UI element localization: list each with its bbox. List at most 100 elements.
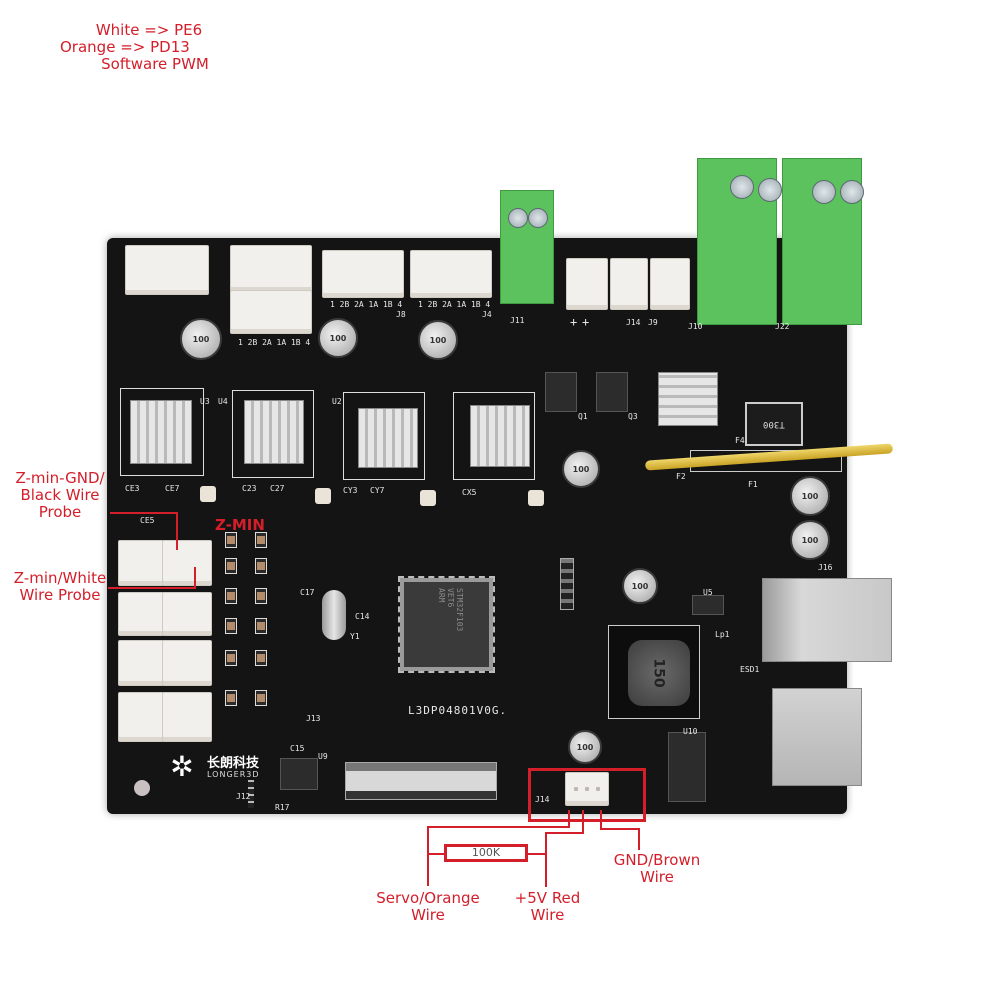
zmin-gnd-leader-v [176, 512, 178, 550]
cap-text: 100 [576, 742, 594, 752]
capacitor-7: 100 [622, 568, 658, 604]
silk-j14: J14 [626, 318, 641, 327]
driver-box-y [232, 390, 314, 478]
smd-resistor [255, 532, 267, 548]
v5-wire-h [545, 832, 584, 834]
connector-motor-b [230, 290, 312, 334]
gnd-wire-v [638, 828, 640, 850]
smd-resistor [225, 690, 237, 706]
pin-mapping-white: White => PE6 [95, 21, 203, 39]
resistor-100k: 100K [444, 844, 528, 862]
potentiometer-e[interactable] [528, 490, 544, 506]
silk-ce7: CE7 [165, 484, 180, 493]
silk-ce5: CE5 [140, 516, 155, 525]
servo-wire-h [427, 826, 570, 828]
zmin-port-label: Z-MIN [215, 516, 265, 534]
mounting-hole [134, 780, 150, 796]
servo-wire-label: Servo/Orange Wire [363, 890, 493, 924]
pinout-silk-3: 1 2B 2A 1A 1B 4 [418, 300, 491, 309]
servo-wire-v [427, 826, 429, 886]
potentiometer-x[interactable] [200, 486, 216, 502]
sd-card-slot[interactable] [772, 688, 862, 786]
resistor-label: 100K [471, 846, 501, 859]
v5-wire-label: +5V Red Wire [505, 890, 590, 924]
v5-pin-leader [582, 810, 584, 834]
lcd-ffc-connector[interactable] [345, 762, 497, 800]
resistor-lead-left [427, 853, 445, 855]
heatsink-driver-2 [244, 400, 304, 464]
gnd-pin-leader [600, 810, 602, 828]
zmin-white-line2: Wire Probe [19, 586, 101, 604]
smd-resistor [255, 588, 267, 604]
silk-c14: C14 [355, 612, 370, 621]
driver-box-e [453, 392, 535, 480]
mosfet-q3 [596, 372, 628, 412]
connector-motor-j4 [410, 250, 492, 298]
silk-q1: Q1 [578, 412, 588, 421]
connector-zmin [162, 540, 212, 586]
servo-pin-leader [568, 810, 570, 828]
silk-q3: Q3 [628, 412, 638, 421]
silk-u9: U9 [318, 752, 328, 761]
smd-resistor [225, 558, 237, 574]
silk-c23: C23 [242, 484, 257, 493]
longer-logo-icon: ✲ [170, 750, 194, 783]
fuse-f4: T300 [745, 402, 803, 446]
silk-f1: F1 [748, 480, 758, 489]
screw-icon [758, 178, 782, 202]
driver-box-x [120, 388, 204, 476]
silk-j22: J22 [775, 322, 790, 331]
v5-wire-v [545, 832, 547, 887]
zmin-white-leader-v [194, 567, 196, 589]
cap-text: 100 [572, 464, 590, 474]
connector-endstop-4b [162, 692, 212, 742]
pin-mapping-note: White => PE6 Orange => PD13 Software PWM [60, 22, 220, 73]
silk-lp1: Lp1 [715, 630, 730, 639]
heatsink-mosfet [658, 372, 718, 426]
cap-text: 100 [429, 335, 447, 345]
smd-resistor [225, 650, 237, 666]
usb-b-port[interactable] [762, 578, 892, 662]
pin-mapping-orange: Orange => PD13 [60, 38, 190, 56]
inductor-value: 150 [650, 658, 667, 688]
connector-j14 [610, 258, 648, 310]
cap-text: 100 [329, 333, 347, 343]
connector-endstop-3b [162, 640, 212, 686]
driver-box-z [343, 392, 425, 480]
chip-u10 [668, 732, 706, 802]
zmin-white-line1: Z-min/White [13, 569, 107, 587]
silk-cx5: CX5 [462, 488, 477, 497]
inductor-lp1: 150 [628, 640, 690, 706]
silk-y1: Y1 [350, 632, 360, 641]
silk-c15: C15 [290, 744, 305, 753]
zmin-gnd-leader-h [110, 512, 178, 514]
gnd-wire-label: GND/Brown Wire [602, 852, 712, 886]
pin-mapping-pwm: Software PWM [101, 55, 209, 73]
capacitor-8: 100 [568, 730, 602, 764]
silk-j16: J16 [818, 563, 833, 572]
zmin-gnd-line1: Z-min-GND/ [15, 469, 105, 487]
potentiometer-y[interactable] [315, 488, 331, 504]
connector-endstop-2b [162, 592, 212, 636]
resistor-lead-right [527, 853, 547, 855]
zmin-white-leader-h [108, 587, 196, 589]
smd-resistor [255, 690, 267, 706]
gnd-wire-line1: GND/Brown [613, 851, 701, 869]
capacitor-5: 100 [790, 476, 830, 516]
capacitor-3: 100 [418, 320, 458, 360]
cap-text: 100 [801, 491, 819, 501]
potentiometer-z[interactable] [420, 490, 436, 506]
smd-resistor [255, 618, 267, 634]
zmin-gnd-line3: Probe [38, 503, 82, 521]
silk-cy7: CY7 [370, 486, 385, 495]
silk-j13: J13 [306, 714, 321, 723]
connector-endstop-4a [118, 692, 164, 742]
connector-endstop-3a [118, 640, 164, 686]
cap-text: 100 [192, 334, 210, 344]
smd-resistor [225, 532, 237, 548]
screw-icon [840, 180, 864, 204]
silk-u4: U4 [218, 397, 228, 406]
silk-u3: U3 [200, 397, 210, 406]
silk-ce3: CE3 [125, 484, 140, 493]
screw-icon [730, 175, 754, 199]
